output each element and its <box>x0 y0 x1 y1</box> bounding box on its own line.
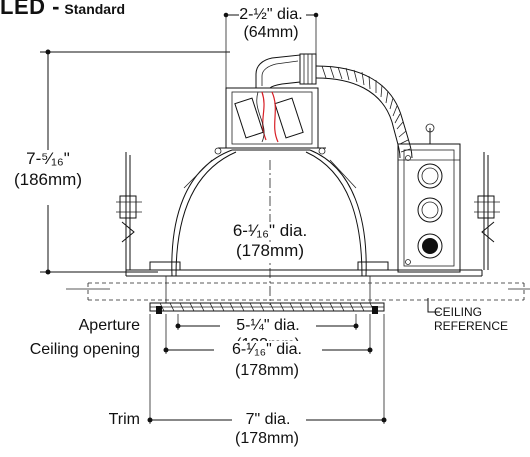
height-dimension-label: 7-⁵⁄₁₆" (186mm) <box>4 150 92 189</box>
trim-metric: (178mm) <box>234 430 299 447</box>
left-hanger-bracket <box>116 152 142 270</box>
aperture-dimension-line <box>175 323 359 329</box>
reflector-dome <box>171 149 367 277</box>
ceiling-opening-dimension-line <box>163 347 373 353</box>
conduit-metric: (64mm) <box>243 24 299 41</box>
height-dimension-line <box>40 49 230 275</box>
height-metric: (186mm) <box>13 170 82 189</box>
trim-label: Trim <box>108 411 140 428</box>
ceiling-reference-line-2: REFERENCE <box>434 319 509 333</box>
flexible-conduit <box>315 65 413 159</box>
conduit-primary: 2-½" dia. <box>239 6 303 24</box>
height-primary: 7-⁵⁄₁₆" <box>26 149 70 168</box>
right-hanger-bracket <box>474 152 500 270</box>
elbow-connector <box>255 53 317 89</box>
ceiling-opening-metric: (178mm) <box>234 362 299 379</box>
heading-main: LED - <box>0 0 60 19</box>
conduit-dimension-line <box>223 12 319 88</box>
ceiling-opening-primary: 6-¹⁄₁₆" dia. <box>214 341 320 359</box>
reflector-dimension-label: 6-¹⁄₁₆" dia. (178mm) <box>218 222 322 260</box>
mounting-frame <box>125 261 483 277</box>
reflector-primary: 6-¹⁄₁₆" dia. <box>218 222 322 240</box>
trim-flange <box>149 276 385 314</box>
ceiling-reference-lines <box>66 282 530 313</box>
ceiling-reference-note: CEILING REFERENCE <box>434 305 508 333</box>
conduit-dimension-label: 2-½" dia. (64mm) <box>232 6 310 42</box>
trim-dimension-line <box>147 417 387 423</box>
product-heading: LED - Standard <box>0 0 125 20</box>
aperture-label: Aperture <box>78 317 140 334</box>
ceiling-reference-line-1: CEILING <box>434 305 483 319</box>
reflector-metric: (178mm) <box>218 242 322 260</box>
ceiling-opening-label: Ceiling opening <box>29 341 140 358</box>
upper-junction-box <box>214 87 326 155</box>
heading-sub: Standard <box>64 1 126 17</box>
side-junction-box <box>397 123 461 273</box>
trim-primary: 7" dia. <box>232 411 304 429</box>
aperture-primary: 5-¼" dia. <box>222 317 314 335</box>
